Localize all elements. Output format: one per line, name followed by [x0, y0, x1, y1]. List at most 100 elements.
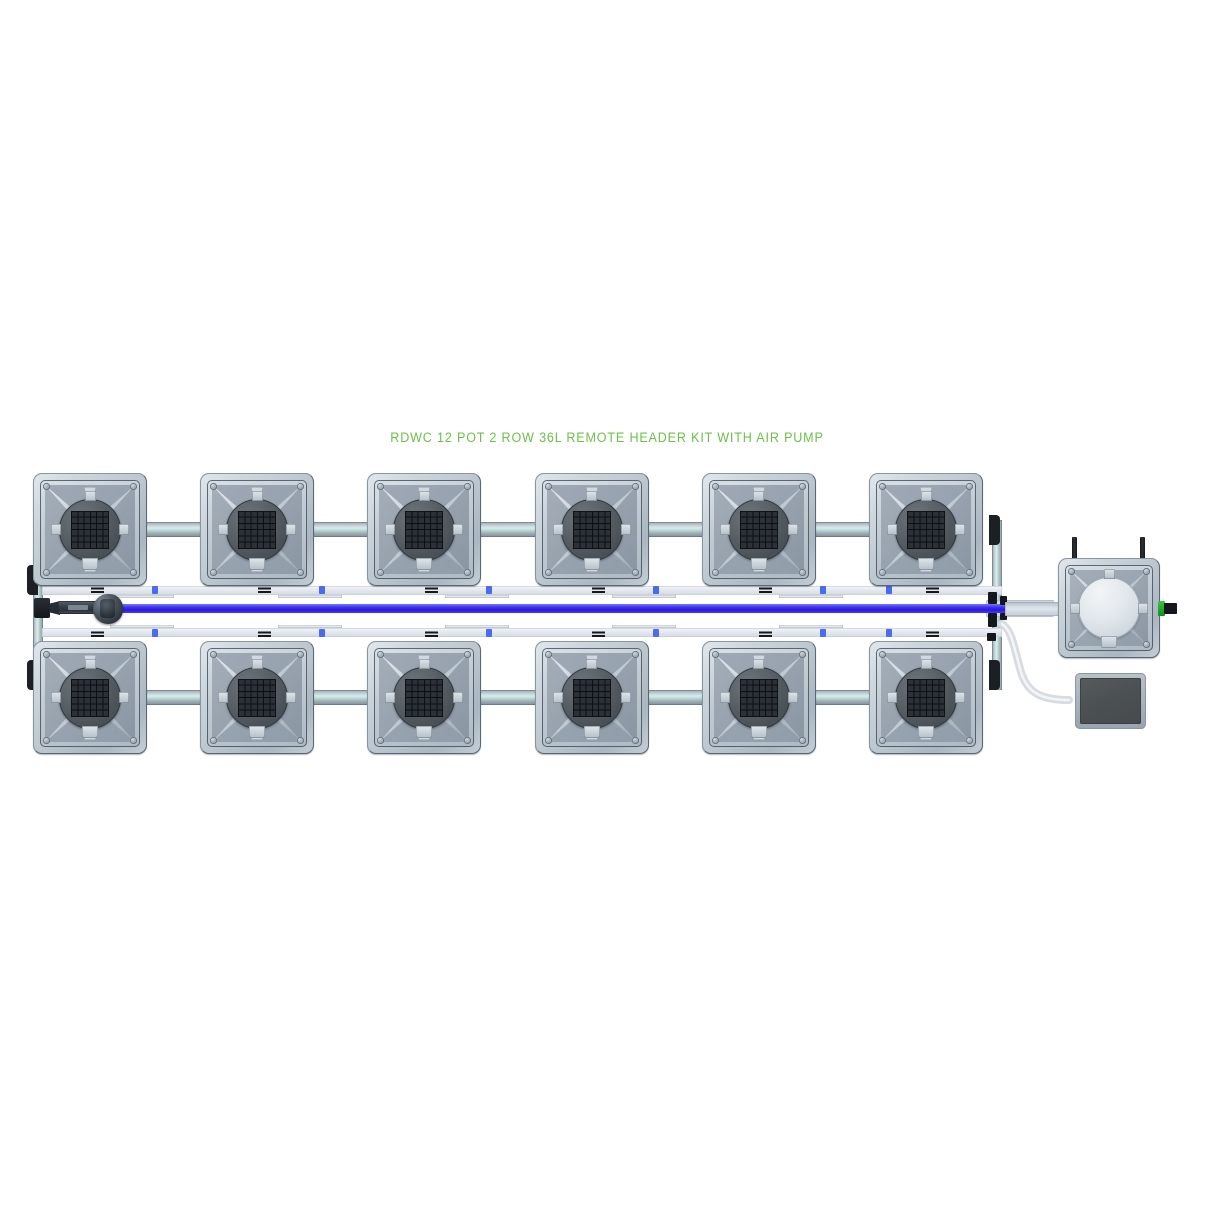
- screw-top-left: [43, 651, 50, 658]
- header-dot-top-4: [653, 586, 659, 594]
- link-pipe-top-5: [812, 522, 886, 537]
- lid-tab-left: [552, 692, 563, 703]
- lid-tab-left: [51, 692, 61, 703]
- lid-tab-bottom: [82, 725, 98, 738]
- header-mark-top-2: [258, 586, 271, 593]
- header-stub-top-2: [278, 595, 342, 598]
- pot-lid-tabs: [51, 490, 129, 570]
- valve-barrel: [58, 601, 98, 614]
- screw-bottom-right: [464, 569, 472, 576]
- grow-pot[interactable]: [869, 473, 983, 586]
- lid-tab-right: [286, 524, 297, 535]
- remote-header-lid[interactable]: [1070, 569, 1148, 648]
- root-mesh-grid: [405, 678, 444, 717]
- header-mark-top-1: [91, 586, 104, 593]
- header-mark-bottom-2: [258, 630, 271, 637]
- grow-pot[interactable]: [33, 473, 147, 586]
- pot-lid-tabs: [719, 658, 798, 738]
- end-connector-lower: [987, 633, 996, 641]
- root-mesh-grid: [572, 510, 611, 549]
- header-dot-top-2: [319, 586, 325, 594]
- pot-lid[interactable]: [719, 658, 798, 738]
- screw-bottom-right: [631, 737, 639, 744]
- link-pipe-bottom-5: [812, 690, 886, 705]
- lid-tab-bottom: [249, 725, 266, 738]
- lid-tab-right: [787, 692, 798, 703]
- lid-tab-bottom: [1101, 636, 1117, 648]
- pot-lid-tabs: [385, 658, 464, 738]
- screw-top-right: [297, 483, 305, 490]
- pot-lid[interactable]: [218, 658, 297, 738]
- pot-lid[interactable]: [385, 490, 464, 570]
- pot-lid[interactable]: [552, 490, 631, 570]
- header-dot-bottom-2: [319, 629, 325, 637]
- screw-bottom-left: [711, 569, 719, 576]
- pot-lid[interactable]: [51, 490, 129, 570]
- screw-bottom-left: [711, 737, 719, 744]
- link-pipe-top-2: [311, 522, 385, 537]
- pot-lid-tabs: [719, 490, 798, 570]
- pot-lid[interactable]: [887, 490, 965, 570]
- header-dot-top-1: [152, 586, 158, 594]
- root-mesh-grid: [71, 510, 109, 549]
- grow-pot[interactable]: [534, 473, 649, 586]
- screw-bottom-left: [879, 569, 886, 576]
- header-stub-bottom-1: [110, 625, 174, 628]
- screw-bottom-left: [43, 737, 50, 744]
- screw-bottom-right: [798, 737, 806, 744]
- pot-lid[interactable]: [887, 658, 965, 738]
- screw-top-left: [377, 483, 385, 490]
- lid-tab-right: [453, 692, 464, 703]
- screw-bottom-left: [377, 569, 385, 576]
- link-pipe-bottom-4: [645, 690, 719, 705]
- screw-bottom-left: [377, 737, 385, 744]
- grow-pot[interactable]: [701, 473, 816, 586]
- pot-lid[interactable]: [218, 490, 297, 570]
- screw-bottom-right: [297, 737, 305, 744]
- screw-bottom-left: [43, 569, 50, 576]
- header-mark-bottom-4: [592, 630, 605, 637]
- end-connector-bottom: [988, 613, 997, 627]
- lid-tab-right: [286, 692, 297, 703]
- pot-lid[interactable]: [552, 658, 631, 738]
- grow-pot[interactable]: [869, 641, 983, 754]
- end-connector-spur-top: [1000, 596, 1007, 605]
- lid-tab-bottom: [583, 725, 600, 738]
- screw-top-left: [210, 483, 218, 490]
- lid-tab-top: [586, 490, 598, 501]
- lid-tab-left: [385, 524, 396, 535]
- air-pump-face: [1080, 678, 1141, 724]
- pot-lid[interactable]: [719, 490, 798, 570]
- header-air-tube-right: [1140, 537, 1145, 559]
- grow-pot[interactable]: [200, 641, 315, 754]
- screw-bottom-left: [210, 737, 218, 744]
- grow-pot[interactable]: [701, 641, 816, 754]
- header-dot-bottom-4: [653, 629, 659, 637]
- header-dot-top-5: [820, 586, 826, 594]
- lid-tab-bottom: [918, 557, 934, 570]
- header-dot-bottom-5: [820, 629, 826, 637]
- header-mark-top-6: [926, 586, 939, 593]
- lid-tab-top: [586, 658, 598, 669]
- grow-pot[interactable]: [200, 473, 315, 586]
- header-mark-bottom-6: [926, 630, 939, 637]
- screw-top-right: [464, 651, 472, 658]
- grow-pot[interactable]: [534, 641, 649, 754]
- header-dot-bottom-3: [486, 629, 492, 637]
- remote-header-reservoir[interactable]: [1058, 558, 1160, 658]
- grow-pot[interactable]: [367, 641, 482, 754]
- lid-tab-left: [218, 524, 229, 535]
- grow-pot[interactable]: [367, 473, 482, 586]
- air-pump[interactable]: [1075, 673, 1146, 729]
- screw-top-left: [43, 483, 50, 490]
- header-stub-top-3: [445, 595, 509, 598]
- screw-top-right: [1143, 568, 1150, 575]
- valve-nut: [34, 598, 50, 618]
- pot-lid[interactable]: [51, 658, 129, 738]
- pot-lid-tabs: [385, 490, 464, 570]
- lid-tab-right: [1138, 602, 1148, 614]
- pot-lid[interactable]: [385, 658, 464, 738]
- grow-pot[interactable]: [33, 641, 147, 754]
- header-outlet-fitting-black: [1164, 603, 1177, 614]
- remote-header-lid-tabs: [1070, 569, 1148, 648]
